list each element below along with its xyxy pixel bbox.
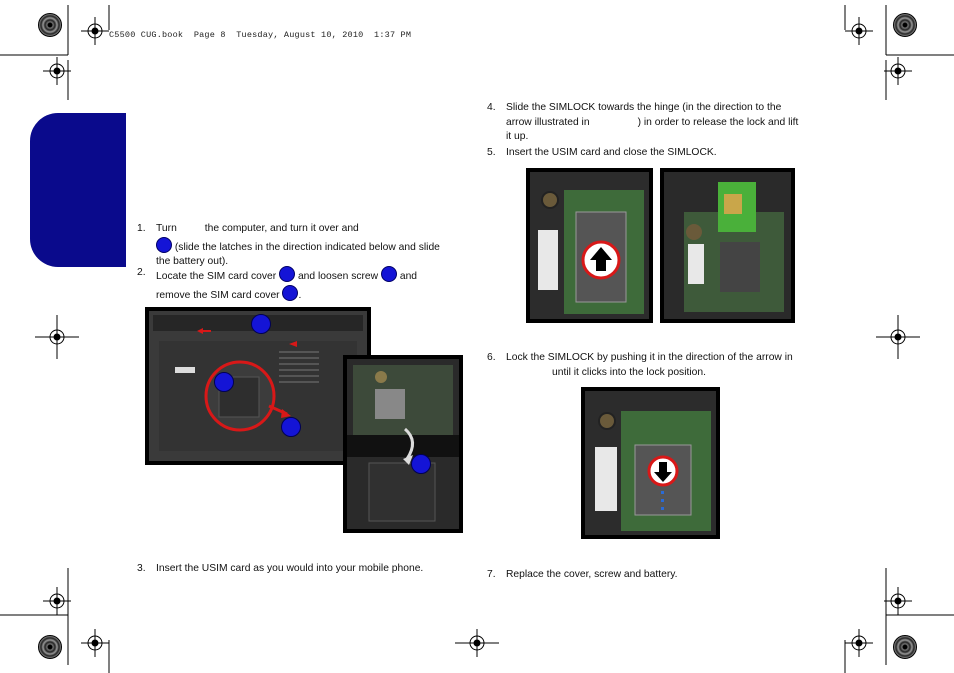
step-text: Insert the USIM card and close the SIMLO… <box>506 147 717 158</box>
step-7: 7. Replace the cover, screw and battery. <box>487 568 827 583</box>
step-number: 5. <box>487 147 496 158</box>
step-number: 7. <box>487 569 496 580</box>
simlock-closed-photo <box>581 387 720 539</box>
step-text: ) in order to release the lock and lift <box>637 116 799 128</box>
callout-marker <box>214 372 234 392</box>
step-text: Turn <box>156 223 177 234</box>
step-number: 4. <box>487 102 496 113</box>
step-3: 3. Insert the USIM card as you would int… <box>137 562 477 577</box>
step-text: and loosen screw <box>297 271 379 282</box>
step-number: 3. <box>137 563 146 574</box>
step-5: 5. Insert the USIM card and close the SI… <box>487 146 827 161</box>
step-number: 2. <box>137 267 146 278</box>
step-text: and <box>399 271 418 282</box>
simlock-open-photo <box>526 168 653 323</box>
step-text: (slide the latches in the direction indi… <box>174 241 440 253</box>
registration-mark-icon <box>35 17 920 657</box>
step-text: it up. <box>506 131 529 142</box>
step-text: Locate the SIM card cover <box>156 271 277 282</box>
step-number: 1. <box>137 223 146 234</box>
color-rosette-icon <box>893 635 917 659</box>
color-rosette-icon <box>38 13 62 37</box>
section-tab <box>30 113 126 267</box>
color-rosette-icon <box>893 13 917 37</box>
running-head: C5500 CUG.book Page 8 Tuesday, August 10… <box>109 30 412 40</box>
step-text: Replace the cover, screw and battery. <box>506 569 678 580</box>
step-text: Lock the SIMLOCK by pushing it in the di… <box>506 352 793 363</box>
step-4: 4. Slide the SIMLOCK towards the hinge (… <box>487 101 827 145</box>
up-arrow-icon <box>590 247 612 271</box>
step-text: remove the SIM card cover <box>156 289 280 301</box>
step-text: the computer, and turn it over and <box>204 223 359 234</box>
down-arrow-icon <box>654 462 672 482</box>
step-number: 6. <box>487 352 496 363</box>
step-text: until it clicks into the lock position. <box>552 366 706 378</box>
callout-marker <box>156 236 172 253</box>
callout-marker <box>380 266 397 282</box>
callout-marker <box>411 454 431 474</box>
callout-marker <box>282 284 299 301</box>
callout-marker <box>251 314 271 334</box>
step-text: . <box>298 289 302 301</box>
step-text: Insert the USIM card as you would into y… <box>156 563 424 574</box>
callout-marker <box>279 266 296 282</box>
step-1: 1. Turn the computer, and turn it over an… <box>137 222 477 267</box>
sim-cover-photo <box>343 355 463 533</box>
step-text: arrow illustrated in <box>506 116 590 128</box>
step-6: 6. Lock the SIMLOCK by pushing it in the… <box>487 351 827 381</box>
color-rosette-icon <box>38 635 62 659</box>
callout-marker <box>281 417 301 437</box>
sim-inserted-photo <box>660 168 795 323</box>
step-text: Slide the SIMLOCK towards the hinge (in … <box>506 102 782 113</box>
step-2: 2. Locate the SIM card cover and loosen … <box>137 266 477 301</box>
step-text: the battery out). <box>156 256 229 267</box>
